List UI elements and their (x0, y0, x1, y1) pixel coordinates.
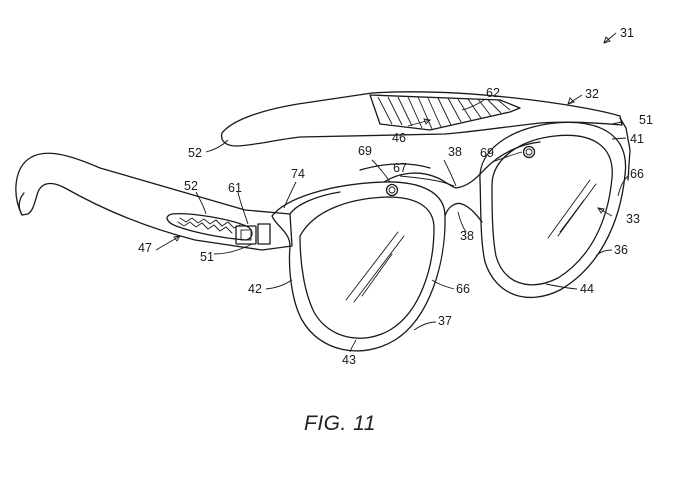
ref-42: 42 (248, 282, 262, 296)
figure-caption: FIG. 11 (304, 412, 376, 435)
reference-numerals: 31 32 62 51 41 52 46 69 38 69 67 74 66 5… (138, 26, 653, 367)
ref-32: 32 (585, 87, 599, 101)
camera-lens-left (385, 183, 399, 197)
ref-52-temple: 52 (188, 146, 202, 160)
near-lens-frame (271, 181, 446, 352)
ref-46: 46 (392, 131, 406, 145)
ref-43: 43 (342, 353, 356, 367)
ref-47: 47 (138, 241, 152, 255)
ref-33: 33 (626, 212, 640, 226)
ref-38-top: 38 (448, 145, 462, 159)
far-temple-hatched-panel (369, 94, 521, 131)
ref-31: 31 (620, 26, 634, 40)
ref-52-arm: 52 (184, 179, 198, 193)
ref-38-bridge: 38 (460, 229, 474, 243)
camera-lens-right (522, 145, 536, 159)
ref-66-right: 66 (630, 167, 644, 181)
temple-sensor-strip (166, 213, 271, 245)
ref-51-top: 51 (639, 113, 653, 127)
ref-41: 41 (630, 132, 644, 146)
ref-67: 67 (393, 161, 407, 175)
far-lens-glare (547, 179, 597, 239)
ref-69-right: 69 (480, 146, 494, 160)
ref-62: 62 (486, 86, 500, 100)
ref-44: 44 (580, 282, 594, 296)
ref-69-left: 69 (358, 144, 372, 158)
ref-66-lower: 66 (456, 282, 470, 296)
ref-37: 37 (438, 314, 452, 328)
far-lens-frame (479, 117, 631, 298)
ref-51-bottom: 51 (200, 250, 214, 264)
leader-lines (155, 32, 629, 353)
near-lens-glare (345, 231, 405, 303)
bridge (359, 141, 541, 223)
far-temple (220, 91, 623, 147)
ref-61: 61 (228, 181, 242, 195)
near-temple (15, 152, 293, 251)
ref-36: 36 (614, 243, 628, 257)
ref-74: 74 (291, 167, 305, 181)
